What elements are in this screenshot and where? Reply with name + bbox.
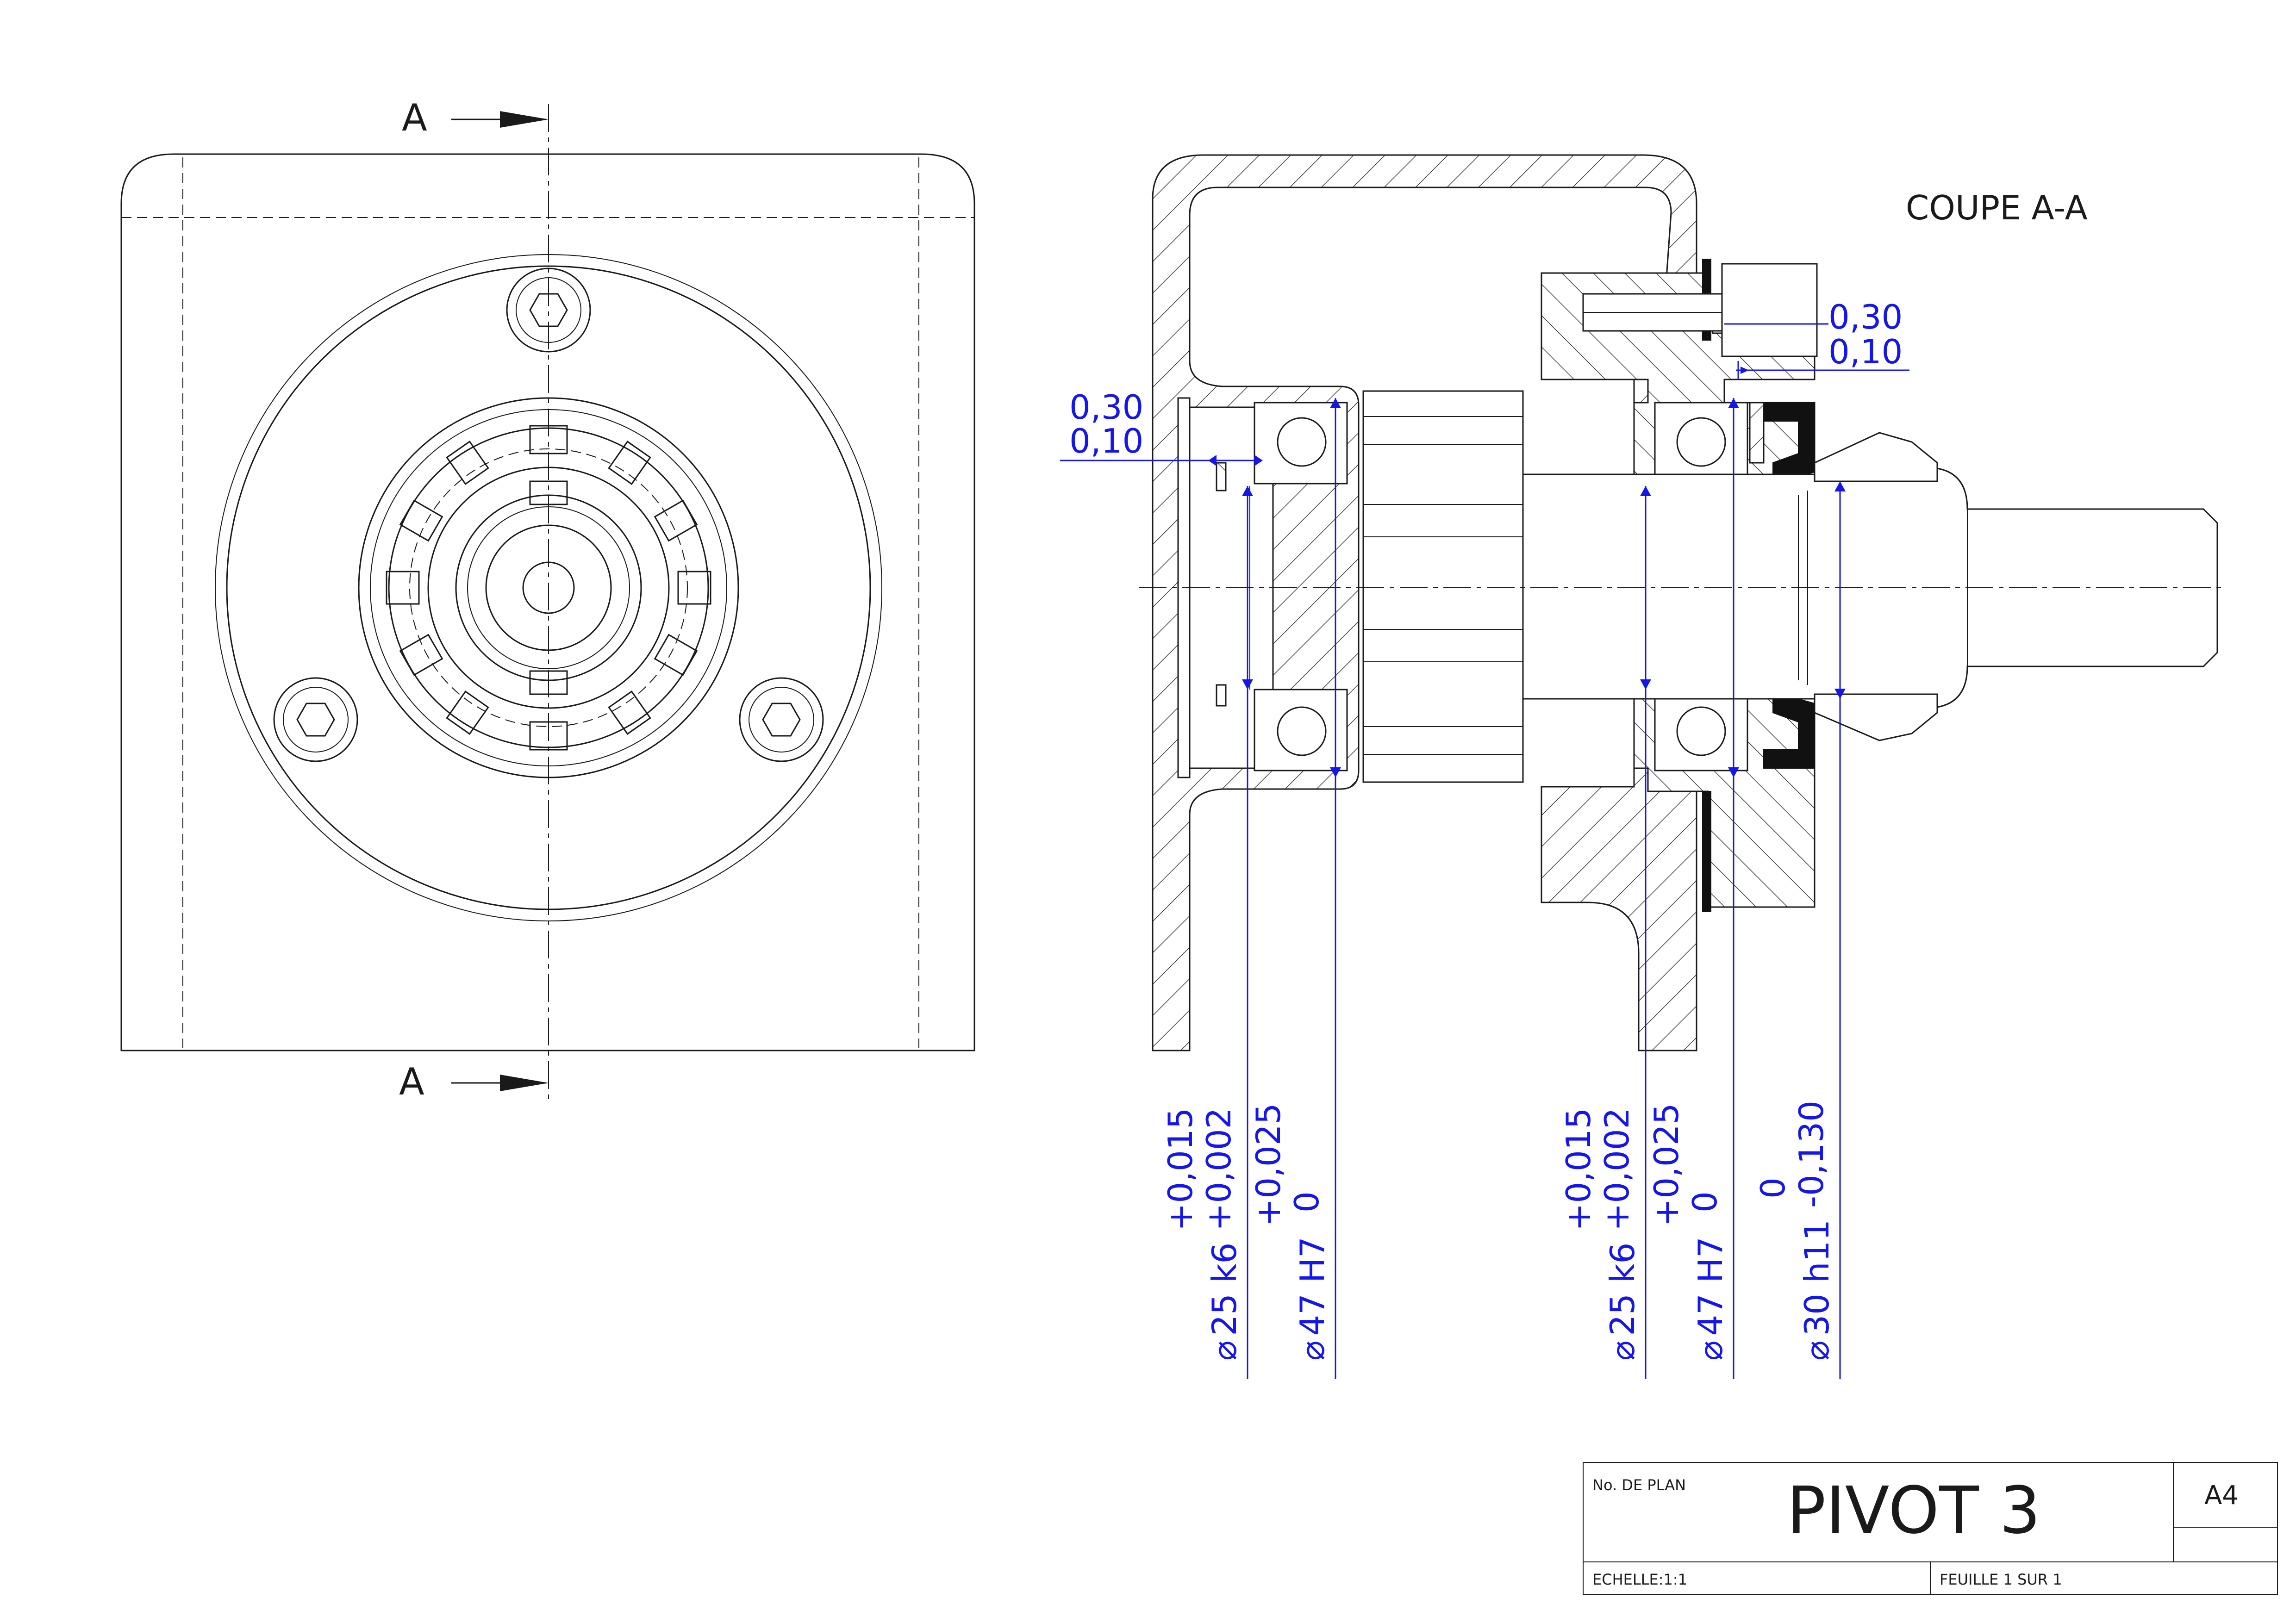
section-marker-top: A bbox=[402, 96, 427, 139]
diameter-1-symbol: ⌀ bbox=[1205, 1341, 1244, 1361]
diameter-2-upper: +0,025 bbox=[1249, 1103, 1288, 1226]
diameter-3-nominal: 25 k6 bbox=[1603, 1243, 1642, 1336]
gear-teeth bbox=[1363, 416, 1523, 755]
diameter-4-upper: +0,025 bbox=[1647, 1103, 1686, 1226]
svg-text:⌀30 h11: ⌀ 30 h11 bbox=[1797, 1219, 1836, 1361]
section-marker-bottom: A bbox=[399, 1060, 424, 1103]
section-view: COUPE A-A bbox=[1139, 154, 2222, 1051]
diameter-3-symbol: ⌀ bbox=[1603, 1341, 1642, 1361]
screw-left bbox=[273, 677, 358, 762]
plan-number-label: No. DE PLAN bbox=[1592, 1476, 1686, 1494]
svg-text:⌀25 k6: ⌀ 25 k6 bbox=[1205, 1243, 1244, 1361]
dimensions: 0,30 0,10 0,30 0,10 ⌀ 25 k6 +0,015 +0,002 bbox=[1060, 298, 1909, 1379]
svg-text:⌀47 H7: ⌀ 47 H7 bbox=[1691, 1237, 1730, 1361]
section-title: COUPE A-A bbox=[1906, 188, 2088, 227]
diameter-4-nominal: 47 H7 bbox=[1691, 1237, 1730, 1336]
diameter-2-symbol: ⌀ bbox=[1293, 1341, 1332, 1361]
tolerance-2-lower: 0,10 bbox=[1828, 332, 1903, 371]
diameter-1-upper: +0,015 bbox=[1161, 1108, 1200, 1231]
diameter-4-lower: 0 bbox=[1685, 1191, 1724, 1213]
tolerance-1-lower: 0,10 bbox=[1069, 422, 1143, 460]
diameter-5-lower: -0,130 bbox=[1792, 1101, 1831, 1208]
diameter-2-nominal: 47 H7 bbox=[1293, 1237, 1332, 1336]
diameter-1-lower: +0,002 bbox=[1199, 1108, 1238, 1231]
diameter-5-upper: 0 bbox=[1753, 1177, 1792, 1199]
tolerance-2-upper: 0,30 bbox=[1828, 298, 1903, 336]
screw-right bbox=[739, 677, 824, 762]
tolerance-1-upper: 0,30 bbox=[1069, 388, 1143, 427]
title-block: No. DE PLAN PIVOT 3 A4 ECHELLE:1:1 FEUIL… bbox=[1583, 1462, 2278, 1595]
diameter-2-lower: 0 bbox=[1287, 1191, 1326, 1213]
diameter-5-nominal: 30 h11 bbox=[1797, 1219, 1836, 1336]
scale-label: ECHELLE:1:1 bbox=[1592, 1571, 1687, 1588]
paper-size: A4 bbox=[2204, 1480, 2239, 1511]
front-view: A A bbox=[120, 96, 975, 1103]
sheet-label: FEUILLE 1 SUR 1 bbox=[1940, 1571, 2062, 1588]
svg-text:⌀25 k6: ⌀ 25 k6 bbox=[1603, 1243, 1642, 1361]
diameter-4-symbol: ⌀ bbox=[1691, 1341, 1730, 1361]
svg-text:⌀47 H7: ⌀ 47 H7 bbox=[1293, 1237, 1332, 1361]
diameter-1-nominal: 25 k6 bbox=[1205, 1243, 1244, 1336]
diameter-5-symbol: ⌀ bbox=[1797, 1341, 1836, 1361]
drawing-title: PIVOT 3 bbox=[1787, 1473, 2040, 1548]
diameter-3-upper: +0,015 bbox=[1559, 1108, 1598, 1231]
diameter-3-lower: +0,002 bbox=[1597, 1108, 1636, 1231]
